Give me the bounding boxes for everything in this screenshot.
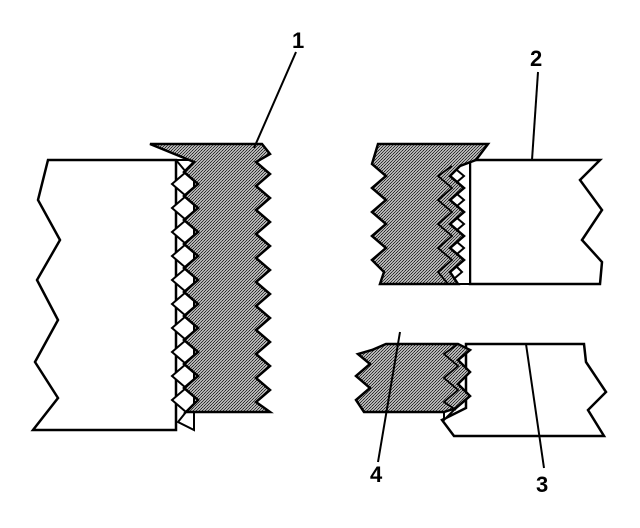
callout-2: 2 [530,46,542,71]
left-block-outline [30,158,178,432]
leader-line-2 [531,71,539,161]
thread-stipple-top [370,142,491,286]
callout-3: 3 [536,472,548,497]
right-bottom-block-outline [440,342,608,438]
thread-teeth-bottom-inner [442,343,460,411]
thread-teeth-top-inner [436,165,454,285]
leader-line-1 [253,51,297,149]
leader-line-3 [525,343,545,469]
leader-line-4 [377,331,401,463]
right-top-block-outline [468,158,604,286]
callout-1: 1 [292,28,304,53]
callout-4: 4 [370,462,383,487]
bolt-thread-teeth-inner [182,161,200,413]
thread-stipple-bottom [354,342,473,414]
